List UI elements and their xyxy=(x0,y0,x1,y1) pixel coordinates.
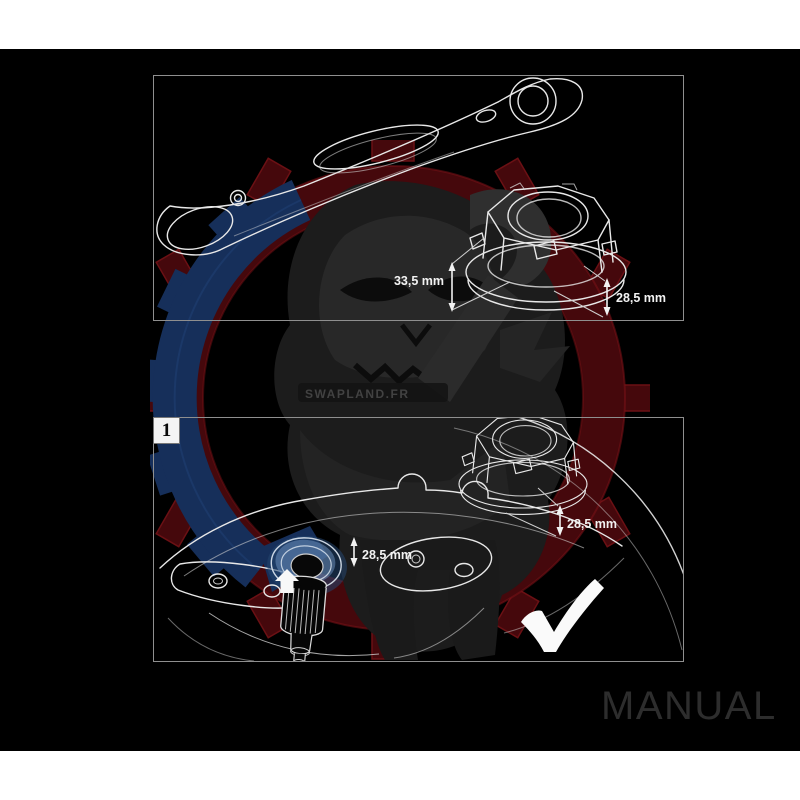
dimension-installed-28-5-mm: 28,5 mm xyxy=(350,537,412,567)
checkmark-icon xyxy=(521,579,604,652)
diagram-panel-fork-and-bearing: 33,5 mm 28,5 mm xyxy=(153,75,684,321)
dimension-28-5-mm: 28,5 mm xyxy=(553,265,666,318)
manual-label: MANUAL xyxy=(601,684,777,728)
dim-label: 28,5 mm xyxy=(362,548,412,562)
dim-label: 33,5 mm xyxy=(394,274,444,288)
release-bearing-drawing-small xyxy=(458,418,588,515)
release-bearing-drawing xyxy=(465,182,627,311)
wrench-icon xyxy=(470,189,552,285)
step-badge: 1 xyxy=(153,417,180,444)
watermark-brand-text: SWAPLAND.FR xyxy=(305,387,410,401)
step-number: 1 xyxy=(161,419,172,441)
diagram-panel-step1: 1 xyxy=(153,417,684,662)
dim-label: 28,5 mm xyxy=(616,291,666,305)
dimension-bearing-28-5-mm: 28,5 mm xyxy=(505,487,617,537)
clutch-fork-drawing xyxy=(156,77,584,256)
skull-mechanic-figure: SWAPLAND.FR xyxy=(274,181,570,660)
press-direction-arrow-icon xyxy=(275,569,299,593)
dim-label: 28,5 mm xyxy=(567,517,617,531)
gearbox-housing-drawing xyxy=(159,418,683,661)
dimension-33-5-mm: 33,5 mm xyxy=(394,237,511,312)
manual-stage: SWAPLAND.FR xyxy=(0,49,800,751)
